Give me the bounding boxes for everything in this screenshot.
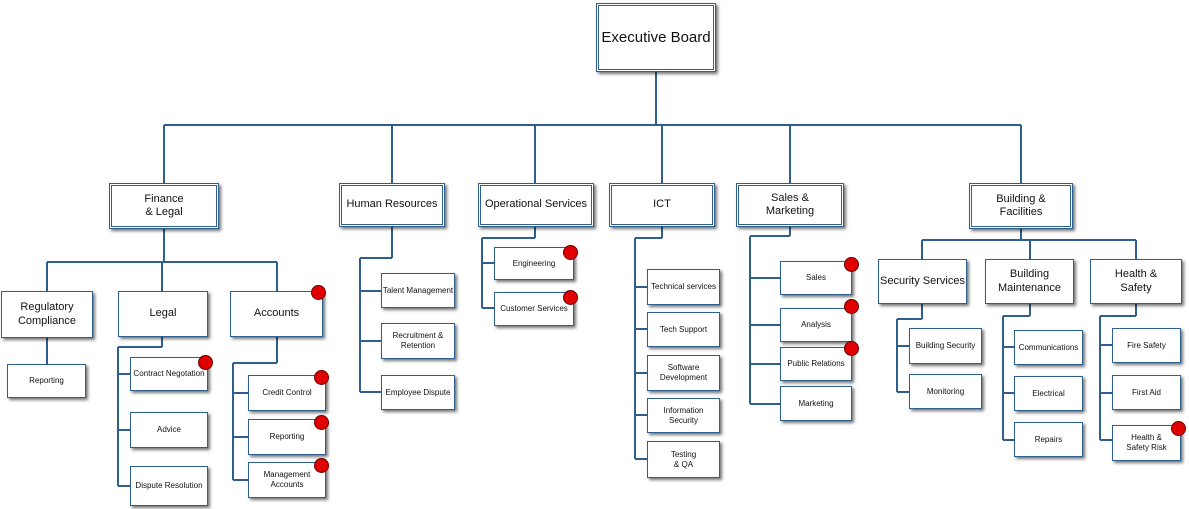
node-information-security[interactable]: Information Security bbox=[647, 398, 720, 433]
node-security-services[interactable]: Security Services bbox=[878, 259, 967, 304]
node-building-maintenance[interactable]: Building Maintenance bbox=[985, 259, 1074, 304]
node-building-facilities[interactable]: Building & Facilities bbox=[969, 183, 1073, 229]
node-accounts[interactable]: Accounts bbox=[230, 291, 323, 337]
node-marketing[interactable]: Marketing bbox=[780, 386, 852, 421]
node-health-safety-risk[interactable]: Health & Safety Risk bbox=[1112, 425, 1181, 461]
node-accounts-reporting[interactable]: Reporting bbox=[248, 419, 326, 455]
node-dispute-resolution[interactable]: Dispute Resolution bbox=[130, 466, 208, 506]
node-building-security[interactable]: Building Security bbox=[909, 328, 982, 364]
node-engineering[interactable]: Engineering bbox=[494, 247, 574, 280]
flag-management-accounts bbox=[314, 458, 329, 473]
node-tech-support[interactable]: Tech Support bbox=[647, 312, 720, 347]
node-credit-control[interactable]: Credit Control bbox=[248, 375, 326, 411]
node-communications[interactable]: Communications bbox=[1014, 330, 1083, 365]
node-testing-qa[interactable]: Testing & QA bbox=[647, 441, 720, 478]
node-monitoring[interactable]: Monitoring bbox=[909, 374, 982, 409]
flag-accounts bbox=[311, 285, 326, 300]
node-analysis[interactable]: Analysis bbox=[780, 308, 852, 342]
node-legal[interactable]: Legal bbox=[118, 291, 208, 337]
node-software-development[interactable]: Software Development bbox=[647, 355, 720, 391]
node-executive-board[interactable]: Executive Board bbox=[596, 3, 716, 72]
node-public-relations[interactable]: Public Relations bbox=[780, 347, 852, 381]
node-electrical[interactable]: Electrical bbox=[1014, 376, 1083, 411]
flag-analysis bbox=[844, 299, 859, 314]
node-customer-services[interactable]: Customer Services bbox=[494, 292, 574, 326]
node-recruitment-retention[interactable]: Recruitment & Retention bbox=[381, 323, 455, 359]
node-advice[interactable]: Advice bbox=[130, 412, 208, 448]
node-operational-services[interactable]: Operational Services bbox=[478, 183, 594, 227]
flag-public-relations bbox=[844, 341, 859, 356]
node-human-resources[interactable]: Human Resources bbox=[339, 183, 445, 227]
flag-contract-negotiation bbox=[198, 355, 213, 370]
node-reporting[interactable]: Reporting bbox=[7, 364, 86, 398]
node-sales[interactable]: Sales bbox=[780, 261, 852, 295]
node-fire-safety[interactable]: Fire Safety bbox=[1112, 328, 1181, 363]
node-health-safety[interactable]: Health & Safety bbox=[1090, 259, 1182, 304]
node-management-accounts[interactable]: Management Accounts bbox=[248, 462, 326, 498]
node-employee-dispute[interactable]: Employee Dispute bbox=[381, 375, 455, 410]
node-sales-marketing[interactable]: Sales & Marketing bbox=[736, 183, 844, 227]
node-ict[interactable]: ICT bbox=[609, 183, 715, 227]
flag-credit-control bbox=[314, 370, 329, 385]
node-repairs[interactable]: Repairs bbox=[1014, 422, 1083, 457]
flag-sales bbox=[844, 257, 859, 272]
node-regulatory-compliance[interactable]: Regulatory Compliance bbox=[1, 291, 93, 338]
node-finance-legal[interactable]: Finance & Legal bbox=[109, 183, 219, 229]
node-first-aid[interactable]: First Aid bbox=[1112, 375, 1181, 410]
node-technical-services[interactable]: Technical services bbox=[647, 269, 720, 305]
node-contract-negotiation[interactable]: Contract Negotation bbox=[130, 357, 208, 391]
flag-customer-services bbox=[563, 290, 578, 305]
flag-health-safety-risk bbox=[1171, 421, 1186, 436]
flag-accounts-reporting bbox=[314, 415, 329, 430]
node-talent-management[interactable]: Talent Management bbox=[381, 273, 455, 308]
flag-engineering bbox=[563, 245, 578, 260]
